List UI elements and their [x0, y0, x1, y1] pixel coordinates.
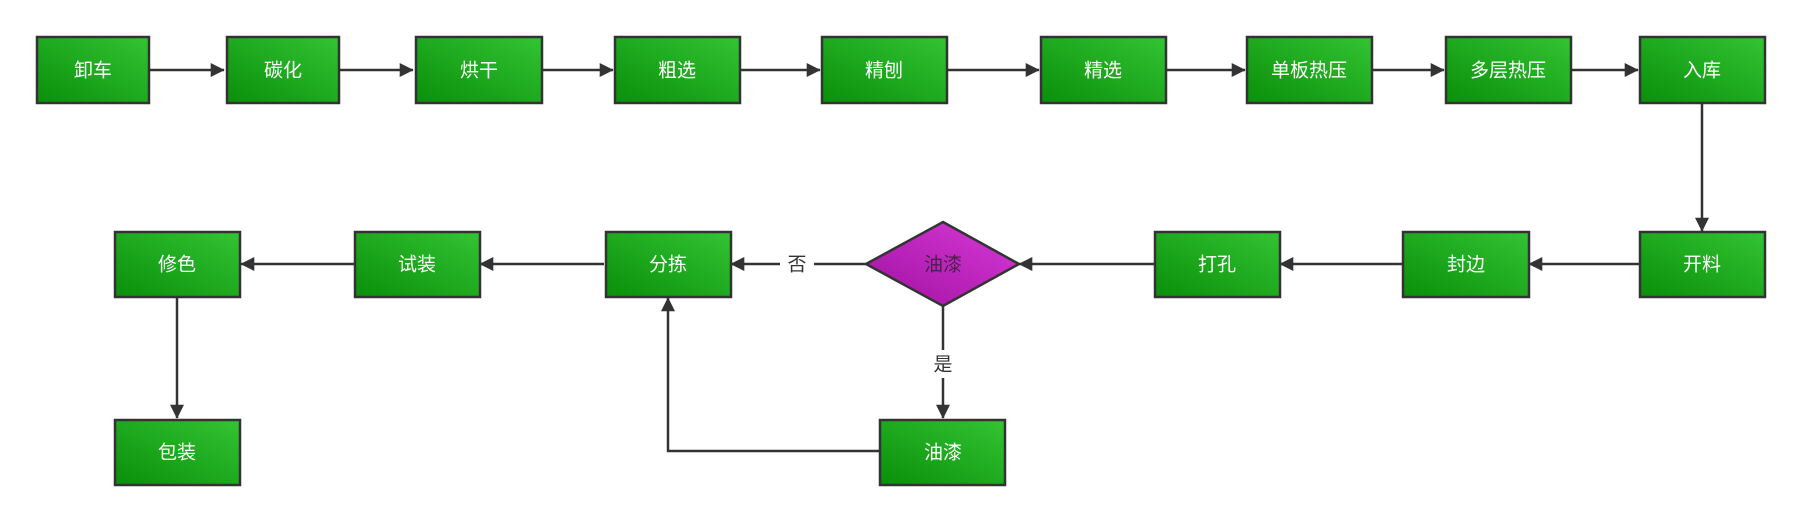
node-cut-label: 开料 [1683, 254, 1721, 276]
label-yes-background [926, 350, 960, 378]
node-multi-press[interactable]: 多层热压 [1444, 35, 1573, 105]
edge-label-yes: 是 [933, 354, 952, 376]
edge-paint-to-sort [661, 297, 880, 453]
node-cut[interactable]: 开料 [1638, 230, 1767, 299]
node-fine-select[interactable]: 精选 [1039, 35, 1168, 105]
node-unload[interactable]: 卸车 [35, 35, 151, 105]
label-no-background [780, 250, 814, 278]
node-paint-label: 油漆 [924, 442, 962, 464]
node-drill-label: 打孔 [1198, 254, 1236, 276]
node-package-label: 包装 [158, 442, 196, 464]
node-drill[interactable]: 打孔 [1153, 230, 1282, 299]
node-paint-decision-label: 油漆 [924, 254, 962, 276]
node-fine-select-label: 精选 [1084, 60, 1122, 82]
node-rough-select-label: 粗选 [658, 60, 696, 82]
node-trial-assembly[interactable]: 试装 [353, 230, 482, 299]
node-fine-plane[interactable]: 精刨 [820, 35, 949, 105]
node-package[interactable]: 包装 [113, 418, 242, 487]
node-sort-label: 分拣 [649, 254, 687, 276]
node-warehouse-label: 入库 [1683, 60, 1721, 82]
node-edge-seal[interactable]: 封边 [1401, 230, 1531, 299]
node-rough-select[interactable]: 粗选 [613, 35, 742, 105]
node-single-press-label: 单板热压 [1271, 60, 1347, 82]
node-touch-up[interactable]: 修色 [113, 230, 242, 299]
node-dry[interactable]: 烘干 [414, 35, 544, 105]
node-multi-press-label: 多层热压 [1470, 60, 1546, 82]
node-carbonize-label: 碳化 [264, 60, 302, 82]
node-edge-seal-label: 封边 [1447, 254, 1485, 276]
node-warehouse[interactable]: 入库 [1638, 35, 1767, 105]
node-unload-label: 卸车 [74, 60, 112, 82]
node-carbonize[interactable]: 碳化 [225, 35, 341, 105]
node-paint-decision[interactable]: 油漆 [863, 220, 1022, 308]
edge-label-no: 否 [787, 254, 806, 276]
edge-labels: 否 是 [780, 250, 960, 378]
node-paint[interactable]: 油漆 [878, 418, 1007, 487]
node-fine-plane-label: 精刨 [865, 60, 903, 82]
node-dry-label: 烘干 [460, 60, 498, 82]
node-single-press[interactable]: 单板热压 [1245, 35, 1374, 105]
node-sort[interactable]: 分拣 [604, 230, 733, 299]
node-touch-up-label: 修色 [158, 254, 196, 276]
node-trial-assembly-label: 试装 [398, 254, 436, 276]
